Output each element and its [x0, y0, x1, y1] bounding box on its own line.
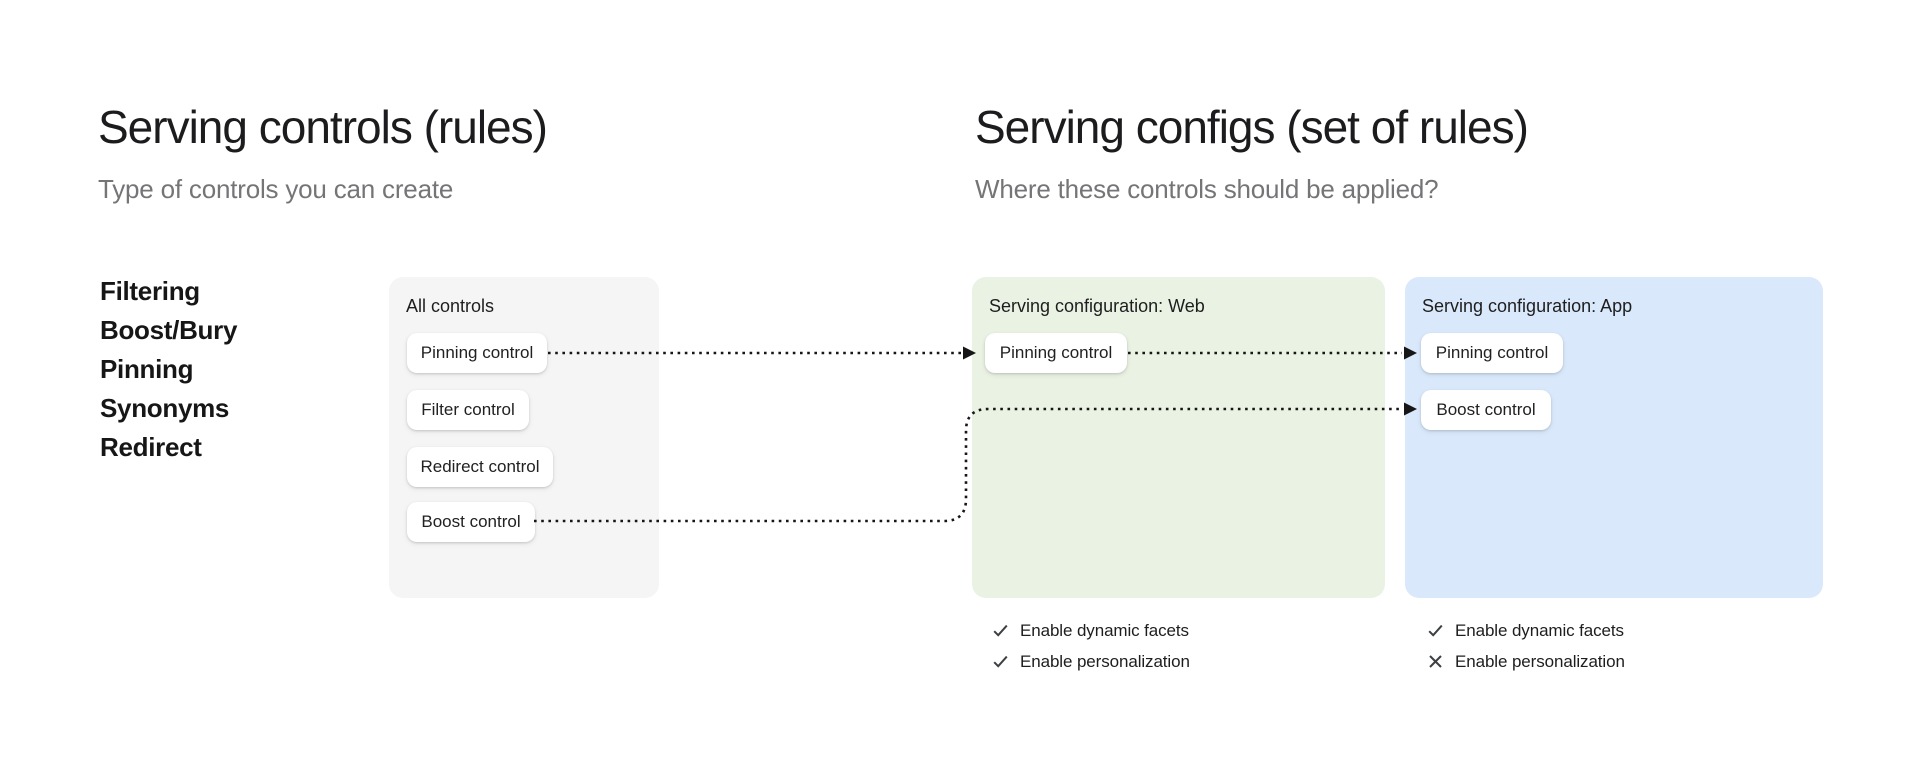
web-config-card: Serving configuration: Web Pinning contr…	[972, 277, 1385, 598]
chip-web-pinning-control: Pinning control	[985, 333, 1127, 373]
checklist-label: Enable personalization	[1455, 651, 1625, 671]
chip-filter-control: Filter control	[407, 390, 529, 430]
control-type-filtering: Filtering	[100, 276, 200, 306]
left-subtitle: Type of controls you can create	[98, 174, 454, 204]
control-type-synonyms: Synonyms	[100, 393, 230, 423]
control-type-pinning: Pinning	[100, 354, 194, 384]
app-personalization-row: Enable personalization	[1427, 651, 1625, 672]
check-icon	[993, 624, 1008, 637]
web-personalization-row: Enable personalization	[992, 651, 1190, 672]
right-subtitle: Where these controls should be applied?	[975, 174, 1439, 204]
right-title: Serving configs (set of rules)	[975, 101, 1529, 153]
chip-app-pinning-control: Pinning control	[1421, 333, 1563, 373]
check-icon	[1428, 624, 1443, 637]
checklist-label: Enable dynamic facets	[1455, 620, 1624, 640]
control-type-redirect: Redirect	[100, 432, 202, 462]
app-dynamic-facets-row: Enable dynamic facets	[1427, 620, 1625, 641]
all-controls-card: All controls Pinning control Filter cont…	[389, 277, 659, 598]
app-config-checklist: Enable dynamic facets Enable personaliza…	[1427, 620, 1625, 672]
web-config-card-label: Serving configuration: Web	[989, 296, 1205, 316]
check-icon	[993, 655, 1008, 668]
web-config-checklist: Enable dynamic facets Enable personaliza…	[992, 620, 1190, 672]
chip-pinning-control: Pinning control	[407, 333, 547, 373]
checklist-label: Enable personalization	[1020, 651, 1190, 671]
all-controls-card-label: All controls	[406, 296, 495, 316]
chip-app-boost-control: Boost control	[1421, 390, 1551, 430]
left-title: Serving controls (rules)	[98, 101, 548, 153]
chip-redirect-control: Redirect control	[407, 447, 553, 487]
app-config-card: Serving configuration: App Pinning contr…	[1405, 277, 1823, 598]
chip-boost-control: Boost control	[407, 502, 535, 542]
control-type-list: Filtering Boost/Bury Pinning Synonyms Re…	[100, 272, 237, 467]
control-type-boost-bury: Boost/Bury	[100, 315, 238, 345]
x-icon	[1429, 655, 1442, 668]
checklist-label: Enable dynamic facets	[1020, 620, 1189, 640]
app-config-card-label: Serving configuration: App	[1422, 296, 1633, 316]
web-dynamic-facets-row: Enable dynamic facets	[992, 620, 1190, 641]
